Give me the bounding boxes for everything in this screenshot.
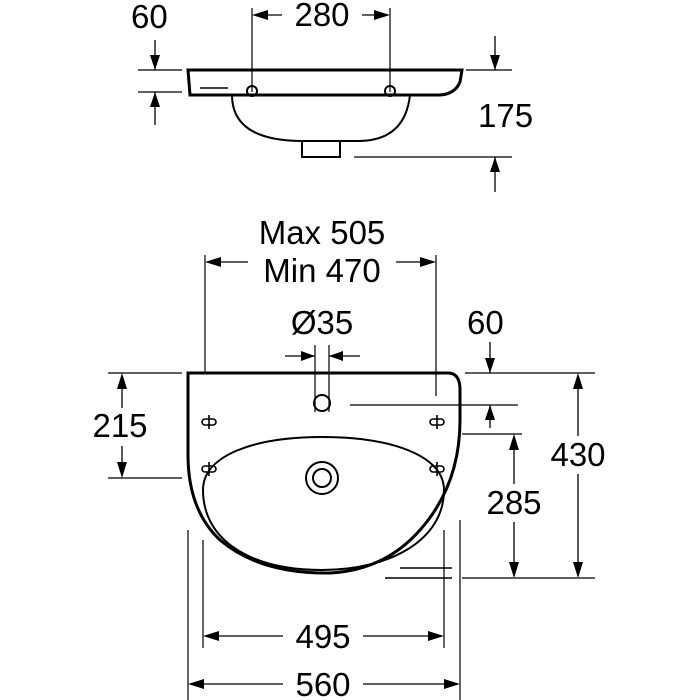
arrow-head <box>117 373 127 389</box>
arrow-head <box>428 631 444 641</box>
arrow-head <box>252 10 268 20</box>
arrow-head <box>573 373 583 389</box>
arrow-head <box>203 631 219 641</box>
arrow-head <box>301 351 315 361</box>
arrow-head <box>205 257 221 267</box>
label-bg <box>86 408 156 446</box>
side-view-bowl <box>231 94 411 142</box>
label-height: 175 <box>478 97 533 134</box>
arrow-head <box>188 679 204 689</box>
drain-inner <box>312 468 332 488</box>
label-bg <box>282 0 362 30</box>
label-min-width: Min 470 <box>263 252 380 289</box>
label-bg <box>283 619 363 655</box>
side-view: 280 60 175 <box>131 0 533 192</box>
label-bowl-depth: 285 <box>486 484 541 521</box>
plan-view: Max 505 Min 470 Ø35 60 215 430 285 <box>86 214 613 700</box>
drain-outer <box>305 461 339 495</box>
label-tap-spacing: 280 <box>294 0 349 33</box>
arrow-head <box>573 562 583 578</box>
label-max-width: Max 505 <box>259 214 386 251</box>
label-bowl-width: 495 <box>295 618 350 655</box>
label-total-width: 560 <box>295 666 350 700</box>
label-total-depth: 430 <box>550 436 605 473</box>
arrow-head <box>485 358 495 373</box>
side-view-waste <box>301 141 341 158</box>
arrow-head <box>150 55 160 70</box>
mounting-slot-icon <box>429 415 445 429</box>
arrow-head <box>374 10 390 20</box>
plan-bowl <box>201 435 446 572</box>
label-tap-hole: Ø35 <box>291 304 353 341</box>
label-bg <box>283 667 363 700</box>
tap-hole <box>313 394 331 412</box>
arrow-head <box>117 462 127 478</box>
label-bg <box>477 484 551 522</box>
arrow-head <box>420 257 436 267</box>
label-bg <box>248 245 396 281</box>
label-front-overflow: 60 <box>467 304 504 341</box>
mounting-slot-icon <box>201 462 217 476</box>
arrow-head <box>490 55 500 70</box>
arrow-head <box>329 351 343 361</box>
label-left-height: 215 <box>92 407 147 444</box>
arrow-head <box>509 434 519 450</box>
mounting-slot-icon <box>429 462 445 476</box>
plan-outline <box>186 371 462 575</box>
arrow-head <box>490 157 500 172</box>
label-bg <box>545 436 613 474</box>
arrow-head <box>509 562 519 578</box>
side-view-rim <box>186 68 464 97</box>
arrow-head <box>444 679 460 689</box>
mounting-slot-icon <box>201 415 217 429</box>
arrow-head <box>150 92 160 107</box>
arrow-head <box>485 405 495 420</box>
label-top-overflow: 60 <box>131 0 168 35</box>
